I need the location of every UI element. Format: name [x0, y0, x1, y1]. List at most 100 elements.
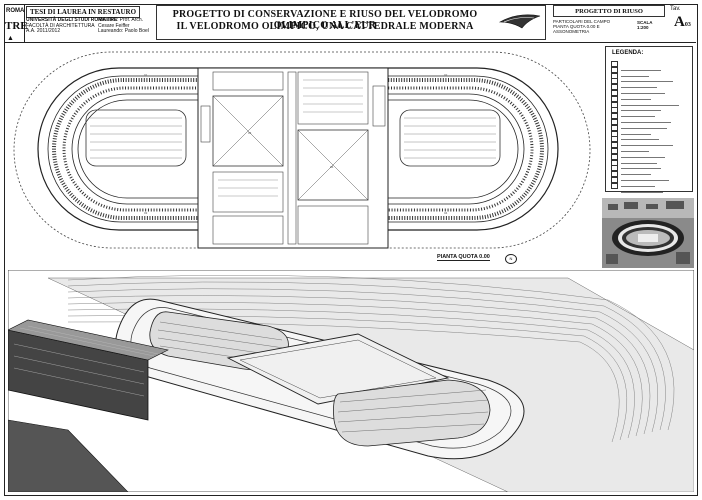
legend-swatch: [611, 124, 618, 131]
legend-text-line: [621, 87, 657, 89]
legend-item: [611, 66, 689, 77]
legend-item: [611, 165, 689, 176]
north-arrow-icon: N: [505, 254, 517, 264]
legend-item: [611, 90, 689, 100]
legend-item: [611, 159, 689, 170]
legend-item: [611, 136, 689, 147]
legend-item: [611, 171, 689, 182]
university-line: UNIVERSITÀ DEGLI STUDI ROMA TRE: [26, 17, 118, 23]
legend-text-line: [621, 174, 651, 176]
legend-swatch: [611, 159, 618, 166]
legend-item: [611, 142, 689, 153]
legend-item: [611, 72, 689, 83]
legend-item: [611, 182, 689, 193]
legend-text-line: [621, 127, 667, 129]
legend-swatch: [611, 107, 618, 114]
legend-box: LEGENDA:: [605, 46, 693, 193]
tav-label: Tav.: [670, 6, 681, 12]
legend-text-line: [621, 185, 655, 187]
legend-swatch: [611, 142, 618, 149]
legend-text-line: [621, 110, 661, 112]
legend-item: [611, 119, 689, 129]
svg-text:06: 06: [330, 165, 334, 169]
legend-swatch: [611, 66, 618, 73]
tav-number: A03: [674, 14, 691, 31]
project-sublabel: PARTICOLARI DEL CAMPO PIANTA QUOTA 0.00 …: [553, 19, 635, 34]
legend-text-line: [621, 93, 665, 95]
legend-swatch: [611, 101, 618, 108]
logo-big: TRE: [5, 20, 28, 32]
legend-swatch: [611, 84, 618, 91]
legend-swatch: [611, 61, 618, 67]
university-info: UNIVERSITÀ DEGLI STUDI ROMA TRE FACOLTÀ …: [26, 17, 138, 35]
legend-swatch: [611, 165, 618, 172]
legend-text-line: [621, 168, 661, 170]
legend-item: [611, 95, 689, 106]
project-title: PROGETTO DI CONSERVAZIONE E RIUSO DEL VE…: [172, 9, 478, 31]
university-logo: ROMA TRE ▲: [4, 4, 28, 42]
legend-item: [611, 84, 689, 95]
project-sub-line: PIANTA QUOTA 0.00 E ASSONOMETRIA: [553, 24, 600, 34]
legend-text-line: [621, 75, 649, 77]
logo-line: ROMA: [6, 8, 25, 14]
legend-item: [611, 130, 689, 141]
svg-text:04: 04: [444, 211, 448, 215]
legend-text-line: [621, 151, 649, 153]
legend-item: [611, 113, 689, 124]
logo-icon: ▲: [7, 34, 14, 42]
legend-item: [611, 101, 689, 112]
university-line: FACOLTÀ DI ARCHITETTURA: [26, 22, 95, 29]
plan-label: PIANTA QUOTA 0.00: [437, 254, 490, 261]
legend-swatch: [611, 130, 618, 137]
legend-title: LEGENDA:: [612, 50, 644, 56]
legend-swatch: [611, 119, 618, 125]
project-subtitle: IL VELODROMO OLIMPICO, UNA CATTEDRALE MO…: [176, 21, 474, 32]
legend-item: [611, 153, 689, 164]
legend-text-line: [621, 191, 663, 193]
legend-text-line: [621, 145, 673, 147]
legend-swatch: [611, 90, 618, 96]
sheet-frame: [4, 4, 698, 496]
title-block: [4, 4, 696, 43]
svg-text:01: 01: [144, 73, 148, 77]
legend-item: [611, 177, 689, 187]
legend-swatch: [611, 171, 618, 178]
legend-swatch: [611, 177, 618, 183]
legend-swatch: [611, 78, 618, 85]
legend-swatch: [611, 72, 618, 79]
course-title: TESI DI LAUREA IN RESTAURO: [26, 6, 140, 18]
legend-text-line: [621, 81, 673, 83]
legend-text-line: [621, 69, 661, 71]
legend-text-line: [621, 162, 657, 164]
svg-text:05: 05: [248, 131, 252, 135]
project-label: PROGETTO DI RIUSO: [553, 5, 665, 17]
university-line: A.A. 2011/2012: [26, 28, 61, 34]
legend-swatch: [611, 182, 618, 189]
legend-text-line: [621, 139, 659, 141]
axonometric-view: [8, 270, 694, 492]
legend-text-line: [621, 133, 651, 135]
legend-swatch: [611, 153, 618, 160]
legend-swatch: [611, 136, 618, 143]
aerial-photo: [602, 198, 694, 268]
legend-text-line: [621, 156, 665, 158]
svg-text:02: 02: [444, 73, 448, 77]
people-info: Relatore: Prof. Arch. Cesare Feiffer Lau…: [98, 17, 158, 35]
supervisor: Relatore: Prof. Arch. Cesare Feiffer: [98, 17, 144, 29]
scale-label: SCALA 1:200: [637, 20, 653, 30]
legend-item: [611, 78, 689, 89]
legend-item: [611, 148, 689, 158]
legend-swatch: [611, 113, 618, 120]
legend-text-line: [621, 104, 679, 106]
legend-text-line: [621, 98, 651, 100]
legend-swatch: [611, 95, 618, 102]
legend-text-line: [621, 116, 655, 118]
student: Laureando: Paolo Boel: [98, 28, 149, 34]
legend-swatch: [611, 148, 618, 154]
legend-text-line: [621, 180, 669, 182]
project-sub-line: PARTICOLARI DEL CAMPO: [553, 19, 611, 24]
velodrome-sketch-icon: [498, 14, 541, 29]
legend-item: [611, 61, 689, 71]
